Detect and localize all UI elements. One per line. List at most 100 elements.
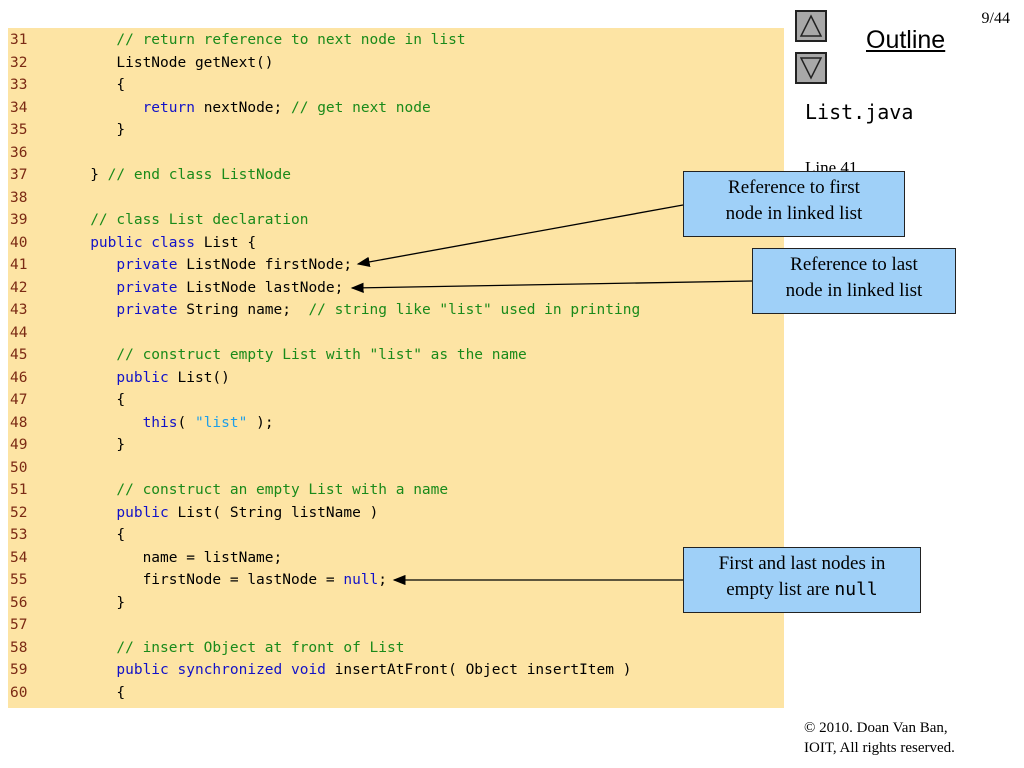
code-token: name = listName; (64, 549, 283, 566)
code-token: // get next node (291, 99, 431, 116)
code-listing: 31 // return reference to next node in l… (8, 28, 784, 708)
callout-last-line2: node in linked list (785, 280, 923, 301)
outline-link[interactable]: Outline (866, 26, 946, 54)
code-line: 60 { (8, 682, 784, 704)
code-token: "list" (194, 414, 248, 431)
page-number: 9/44 (981, 10, 1010, 27)
code-token: private (116, 279, 178, 296)
line-number: 42 (10, 279, 28, 296)
code-line: 49 } (8, 434, 784, 456)
code-token: return (142, 99, 195, 116)
line-number: 41 (10, 257, 28, 273)
copyright: © 2010. Doan Van Ban, IOIT, All rights r… (804, 718, 955, 758)
code-token: null (343, 572, 379, 588)
code-token: } (64, 167, 108, 183)
code-token: insertAtFront( Object insertItem ) (325, 662, 632, 678)
line-number: 38 (10, 189, 28, 206)
callout-first-line2: node in linked list (725, 203, 863, 224)
code-token: } (64, 122, 126, 138)
code-text: private ListNode firstNode; (64, 254, 352, 276)
code-line: 35 } (8, 119, 784, 141)
callout-null-line1: First and last nodes in (718, 553, 886, 574)
line-number: 44 (10, 324, 28, 341)
code-line: 33 { (8, 74, 784, 96)
code-token: String name; (177, 302, 309, 318)
code-text: } (64, 434, 125, 456)
code-line: 45 // construct empty List with "list" a… (8, 344, 784, 366)
copyright-line2: IOIT, All rights reserved. (804, 740, 955, 756)
previous-slide-button[interactable] (795, 10, 827, 42)
code-line: 57 (8, 614, 784, 636)
code-line: 36 (8, 142, 784, 164)
code-line: 46 public List() (8, 367, 784, 389)
code-token: ListNode firstNode; (177, 257, 353, 273)
code-text: public class List { (64, 232, 256, 254)
line-number: 34 (10, 99, 28, 116)
line-number: 39 (10, 212, 28, 228)
code-text: // construct an empty List with a name (64, 479, 448, 501)
code-text: return nextNode; // get next node (64, 97, 431, 119)
line-number: 35 (10, 122, 28, 138)
line-number: 54 (10, 549, 28, 566)
arrow-last-node (350, 280, 753, 293)
code-line: 44 (8, 322, 784, 344)
code-text: } (64, 592, 125, 614)
line-number: 53 (10, 527, 28, 543)
line-number: 58 (10, 639, 28, 656)
line-number: 60 (10, 684, 28, 701)
code-line: 31 // return reference to next node in l… (8, 29, 784, 51)
code-token: { (64, 77, 126, 93)
line-number: 37 (10, 167, 28, 183)
code-token: this (142, 414, 178, 431)
file-name: List.java (805, 100, 914, 124)
code-line: 58 // insert Object at front of List (8, 637, 784, 659)
line-number: 31 (10, 32, 28, 48)
copyright-line1: © 2010. Doan Van Ban, (804, 720, 948, 736)
code-token: // construct an empty List with a name (64, 482, 449, 498)
line-number: 45 (10, 347, 28, 363)
code-token: List( String listName ) (168, 504, 379, 521)
code-text: private ListNode lastNode; (64, 277, 343, 299)
callout-last-line1: Reference to last (790, 254, 918, 275)
code-token: ListNode lastNode; (177, 279, 344, 296)
line-number: 59 (10, 662, 28, 678)
line-number: 48 (10, 414, 28, 431)
code-token: } (64, 437, 126, 453)
code-text: { (64, 74, 125, 96)
code-text: { (64, 524, 125, 546)
code-text: // insert Object at front of List (64, 637, 404, 659)
line-number: 40 (10, 234, 28, 251)
code-token: private (116, 257, 178, 273)
code-token: { (64, 392, 126, 408)
code-token: public class (90, 234, 195, 251)
code-line: 39 // class List declaration (8, 209, 784, 231)
next-slide-button[interactable] (795, 52, 827, 84)
code-line: 53 { (8, 524, 784, 546)
code-text: public List( String listName ) (64, 502, 378, 524)
code-line: 32 ListNode getNext() (8, 52, 784, 74)
code-token: List { (194, 234, 257, 251)
code-token: public synchronized void (116, 662, 326, 678)
code-token: ( (177, 414, 195, 431)
code-text: name = listName; (64, 547, 283, 569)
code-text: ListNode getNext() (64, 52, 273, 74)
code-token: nextNode; (194, 99, 291, 116)
code-text: this( "list" ); (64, 412, 274, 434)
code-text: // return reference to next node in list (64, 29, 466, 51)
code-text: firstNode = lastNode = null; (64, 569, 387, 591)
code-token: // class List declaration (64, 212, 309, 228)
code-text: // class List declaration (64, 209, 308, 231)
code-token: // return reference to next node in list (64, 32, 466, 48)
line-number: 56 (10, 594, 28, 611)
code-line: 34 return nextNode; // get next node (8, 97, 784, 119)
callout-null-line2: empty list are null (684, 577, 920, 603)
arrow-first-node (356, 204, 684, 268)
code-text: } (64, 119, 125, 141)
line-number: 47 (10, 392, 28, 408)
code-line: 54 name = listName; (8, 547, 784, 569)
line-number: 43 (10, 302, 28, 318)
code-line: 42 private ListNode lastNode; (8, 277, 784, 299)
code-line: 48 this( "list" ); (8, 412, 784, 434)
line-number: 50 (10, 459, 28, 476)
